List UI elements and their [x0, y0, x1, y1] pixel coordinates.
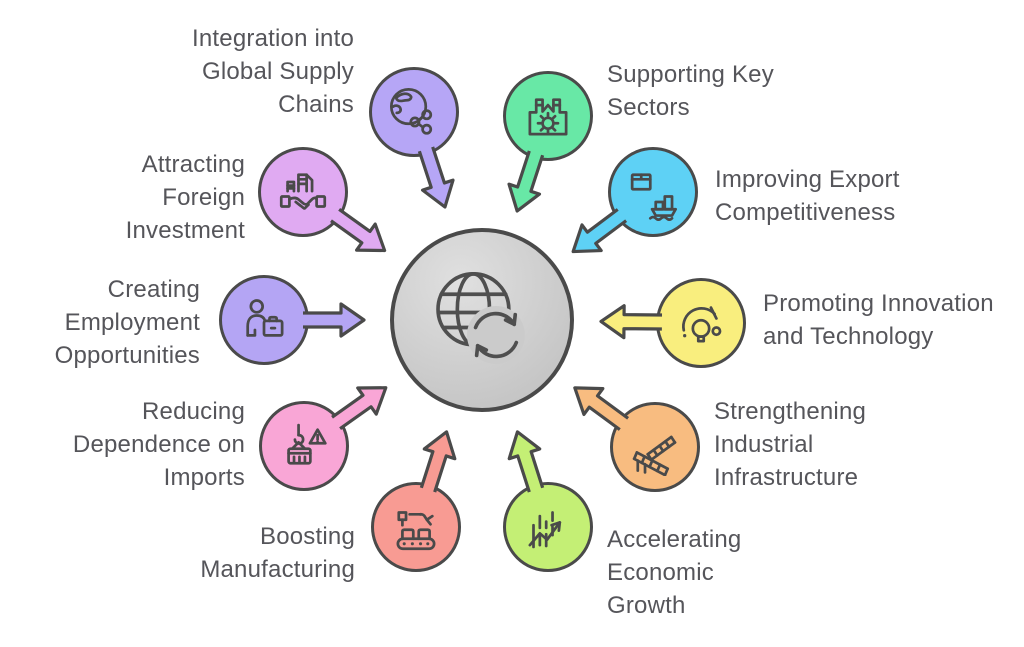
globe-network-icon	[389, 87, 433, 135]
node-label: Creating Employment Opportunities	[54, 276, 200, 369]
node-label: Accelerating Economic Growth	[607, 526, 742, 619]
arrow-to-center-icon	[573, 386, 630, 431]
bridge-truss-icon	[632, 435, 677, 476]
node-label: Attracting Foreign Investment	[125, 151, 245, 244]
growth-chart-icon	[528, 511, 562, 549]
employment-bubble	[219, 275, 309, 365]
arrow-to-center-icon	[417, 146, 455, 209]
robot-conveyor-icon	[396, 511, 436, 551]
arrow-to-center-icon	[571, 208, 628, 254]
arrow-to-center-icon	[331, 386, 388, 431]
sectors-bubble	[503, 71, 593, 161]
factory-gear-icon	[528, 98, 568, 136]
arrow-to-center-icon	[329, 208, 387, 253]
arrow-to-center-icon	[419, 430, 457, 493]
arrow-to-center-icon	[507, 150, 545, 213]
node-label: Supporting Key Sectors	[607, 61, 774, 121]
node-label: Improving Export Competitiveness	[715, 166, 900, 226]
node-label: Integration into Global Supply Chains	[192, 25, 354, 118]
arrow-to-center-icon	[599, 304, 663, 340]
arrow-to-center-icon	[507, 430, 545, 493]
center-hub-circle	[390, 228, 574, 412]
arrow-to-center-icon	[303, 302, 366, 338]
cargo-ship-icon	[630, 173, 678, 221]
person-briefcase-icon	[246, 299, 284, 337]
manufacturing-bubble	[371, 482, 461, 572]
innovation-bubble	[656, 278, 746, 368]
node-label: Promoting Innovation and Technology	[763, 290, 994, 350]
lightbulb-gauge-icon	[682, 306, 722, 343]
node-label: Strengthening Industrial Infrastructure	[714, 398, 867, 491]
node-label: Boosting Manufacturing	[200, 523, 355, 583]
buildings-handshake-icon	[279, 173, 327, 210]
integration-bubble	[369, 67, 459, 157]
globe-sync-icon	[436, 272, 525, 364]
node-label: Reducing Dependence on Imports	[72, 398, 245, 491]
crane-warning-icon	[287, 423, 327, 465]
growth-bubble	[503, 482, 593, 572]
